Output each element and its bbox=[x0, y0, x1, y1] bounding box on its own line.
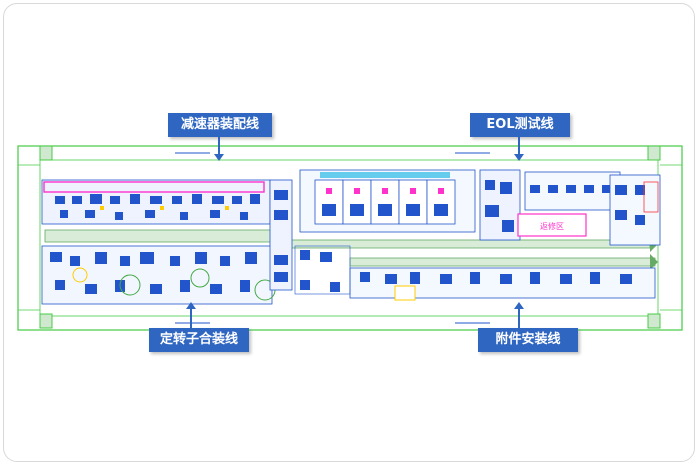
repair-zone-label: 返修区 bbox=[540, 221, 564, 231]
arrow-reducer-line bbox=[214, 137, 224, 161]
stator-rotor-line-area bbox=[41, 245, 273, 305]
corner-block bbox=[39, 145, 53, 161]
repair-zone bbox=[517, 213, 587, 237]
corner-block bbox=[647, 145, 661, 161]
corner-block bbox=[39, 313, 53, 329]
conveyor-mid-right bbox=[289, 239, 651, 249]
conveyor-mid-left bbox=[44, 229, 276, 243]
figure-frame bbox=[3, 3, 695, 462]
callout-reducer-line: 减速器装配线 bbox=[168, 113, 272, 137]
callout-eol-line: EOL测试线 bbox=[470, 113, 570, 137]
callout-stator-rotor-line: 定转子合装线 bbox=[149, 328, 249, 352]
conveyor-lower-right bbox=[349, 257, 656, 267]
callout-accessory-line: 附件安装线 bbox=[478, 328, 578, 352]
arrow-eol-line bbox=[514, 137, 524, 161]
arrow-stator-rotor-line bbox=[186, 302, 196, 328]
arrow-accessory-line bbox=[514, 302, 524, 328]
corner-block bbox=[647, 313, 661, 329]
